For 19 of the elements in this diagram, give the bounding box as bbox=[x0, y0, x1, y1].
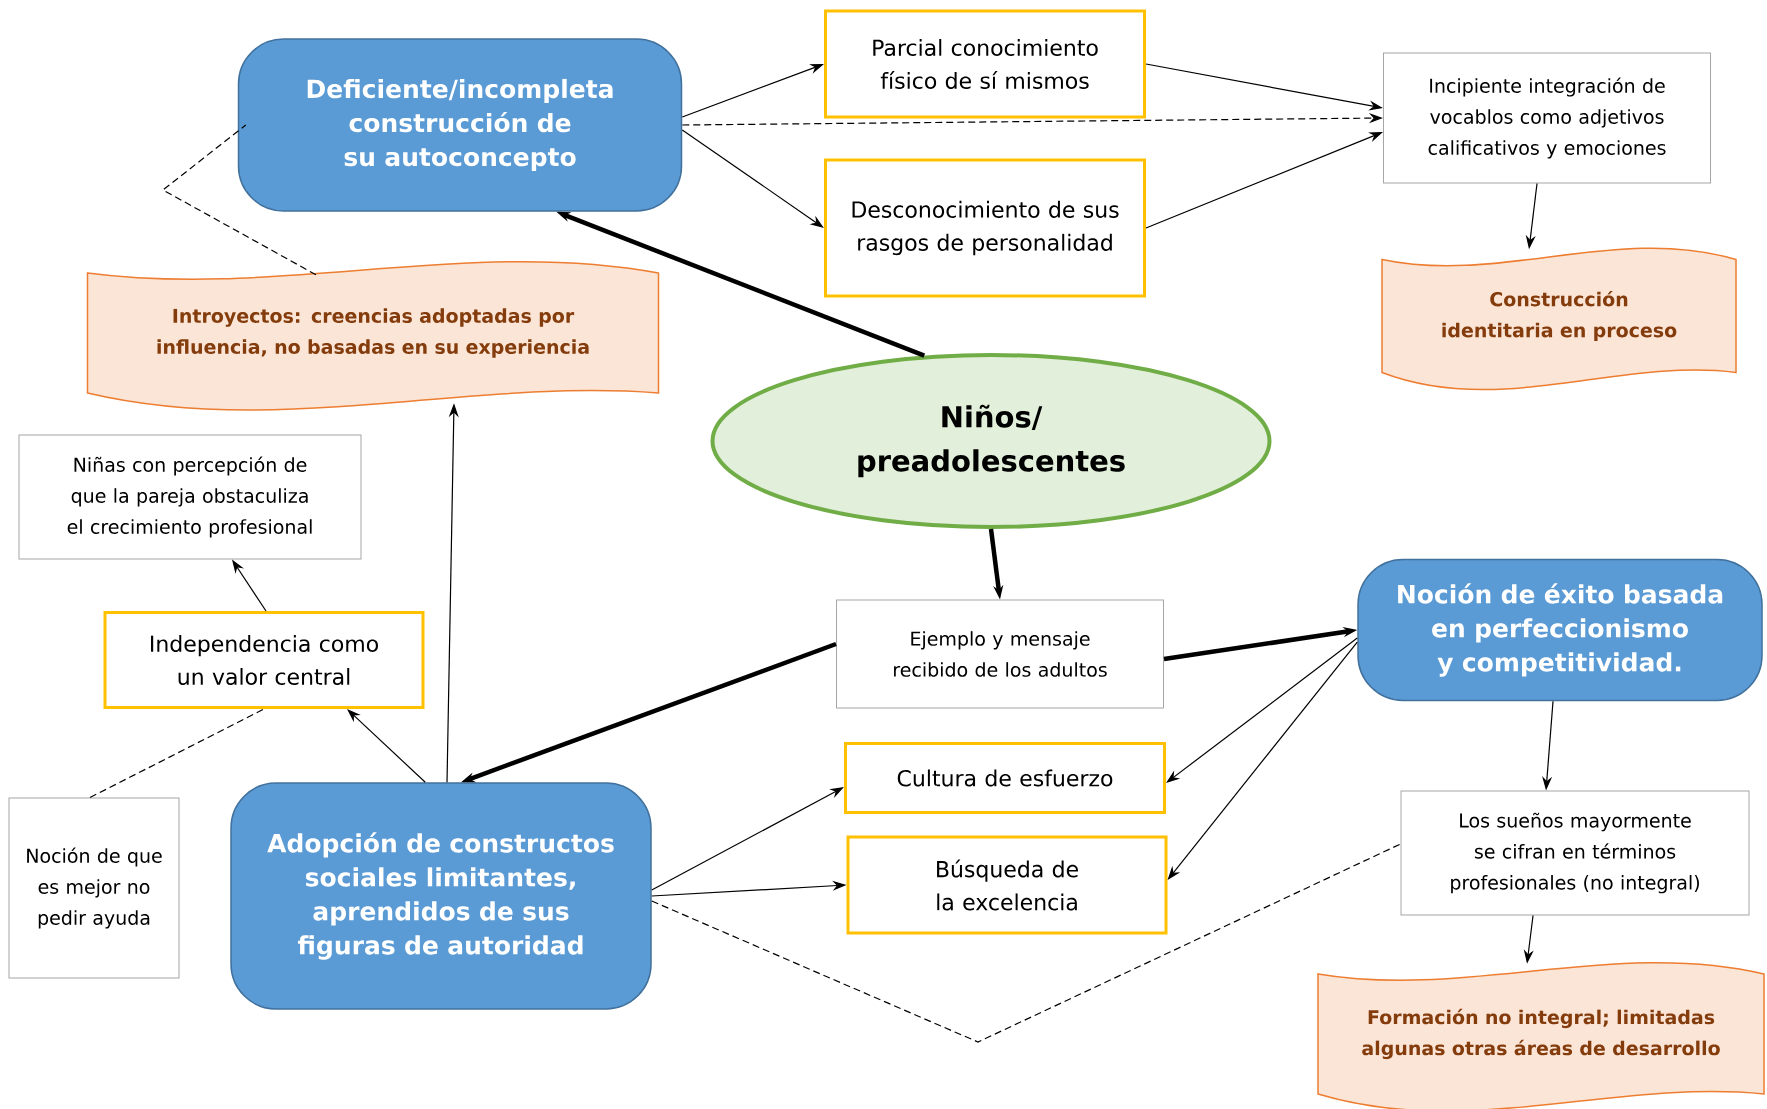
dashed-line bbox=[89, 708, 265, 799]
highlight-box: Búsqueda de la excelencia bbox=[846, 835, 1168, 935]
text-box: Niñas con percepción de que la pareja obstaculiza el crecimiento profesional bbox=[18, 434, 362, 560]
dashed-line bbox=[161, 124, 317, 276]
highlight-box: Cultura de esfuerzo bbox=[844, 742, 1166, 814]
highlight-box: Desconocimiento de sus rasgos de personalidad bbox=[824, 158, 1146, 298]
text-box: Ejemplo y mensaje recibido de los adultos bbox=[836, 599, 1164, 709]
text-box: Incipiente integración de vocablos como adjetivos calificativos y emociones bbox=[1383, 52, 1711, 184]
highlight-box: Parcial conocimiento físico de sí mismos bbox=[824, 9, 1146, 119]
concept-box: Adopción de constructos sociales limitantes, aprendidos de sus figuras de autoridad bbox=[230, 782, 652, 1010]
concept-box: Noción de éxito basada en perfeccionismo y competitividad. bbox=[1357, 558, 1763, 702]
arrow bbox=[651, 787, 844, 891]
text-box: Noción de que es mejor no pedir ayuda bbox=[8, 797, 180, 979]
text-box: Los sueños mayormente se cifran en términos profesionales (no integral) bbox=[1400, 790, 1750, 916]
arrow bbox=[347, 709, 426, 783]
highlight-box: Independencia como un valor central bbox=[103, 611, 425, 709]
concept-box: Deficiente/incompleta construcción de su autoconcepto bbox=[237, 38, 683, 212]
arrow bbox=[1166, 637, 1358, 783]
arrow bbox=[681, 129, 824, 228]
